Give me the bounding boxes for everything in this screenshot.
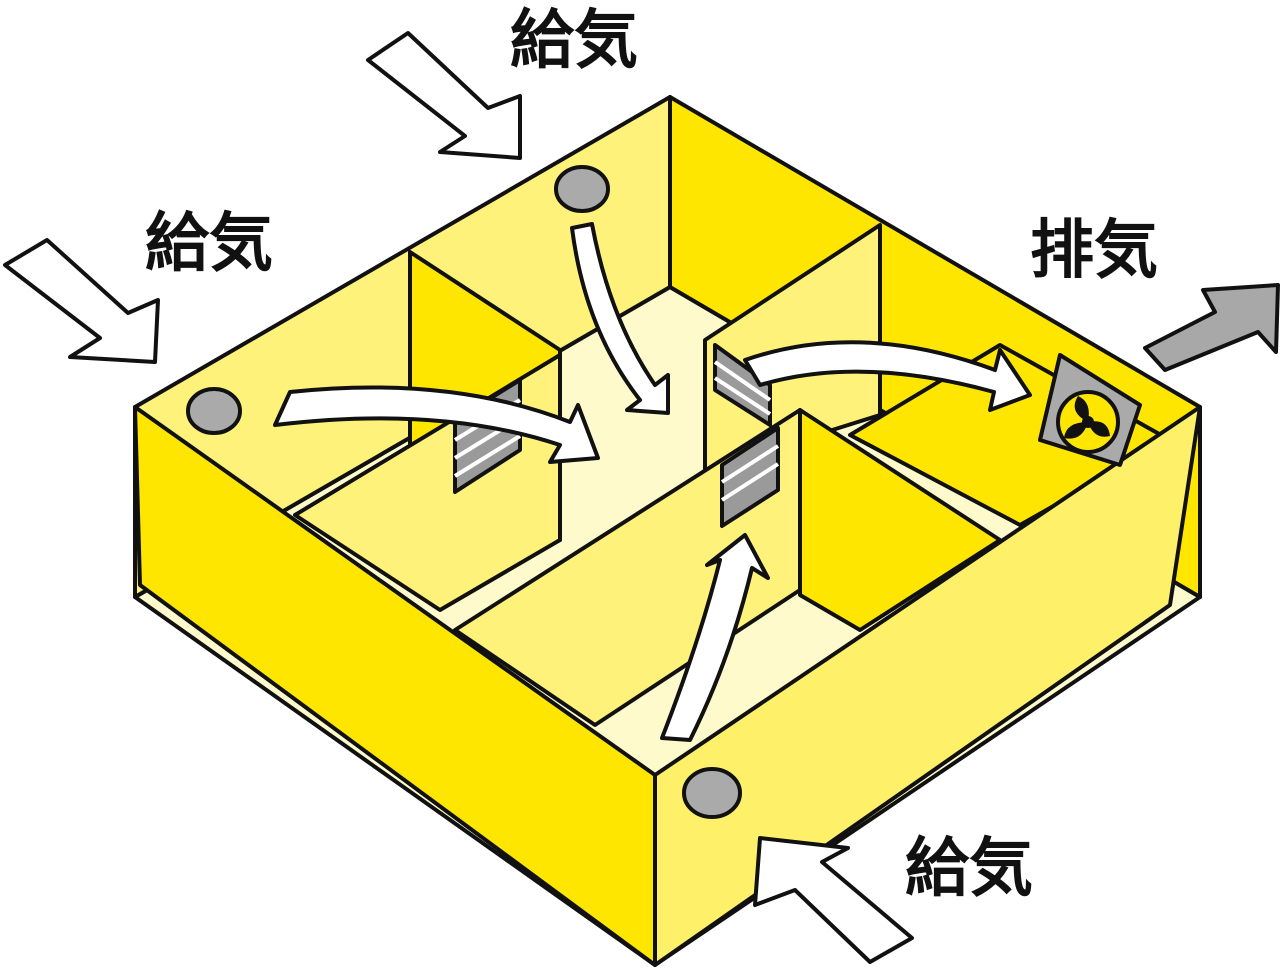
airflow-arrow-left (273, 385, 600, 464)
airflow-arrow-exhaust (743, 340, 1032, 412)
supply-arrow-top (366, 31, 522, 160)
vent-louver-front (720, 426, 780, 528)
label-supply-bottom: 給気 (905, 832, 1033, 906)
label-supply-top: 給気 (510, 4, 638, 78)
supply-port-top (554, 165, 610, 213)
label-supply-left: 給気 (145, 207, 273, 281)
exhaust-arrow (1143, 283, 1280, 372)
supply-port-front (682, 767, 742, 819)
supply-arrow-left (3, 238, 160, 364)
front-right-face (653, 405, 1202, 967)
label-exhaust: 排気 (1030, 214, 1158, 288)
airflow-arrow-front (660, 533, 770, 742)
supply-arrow-bottom (753, 836, 914, 964)
airflow-arrow-top (570, 222, 670, 415)
supply-port-left (186, 387, 242, 435)
exhaust-fan-icon (1038, 353, 1142, 467)
